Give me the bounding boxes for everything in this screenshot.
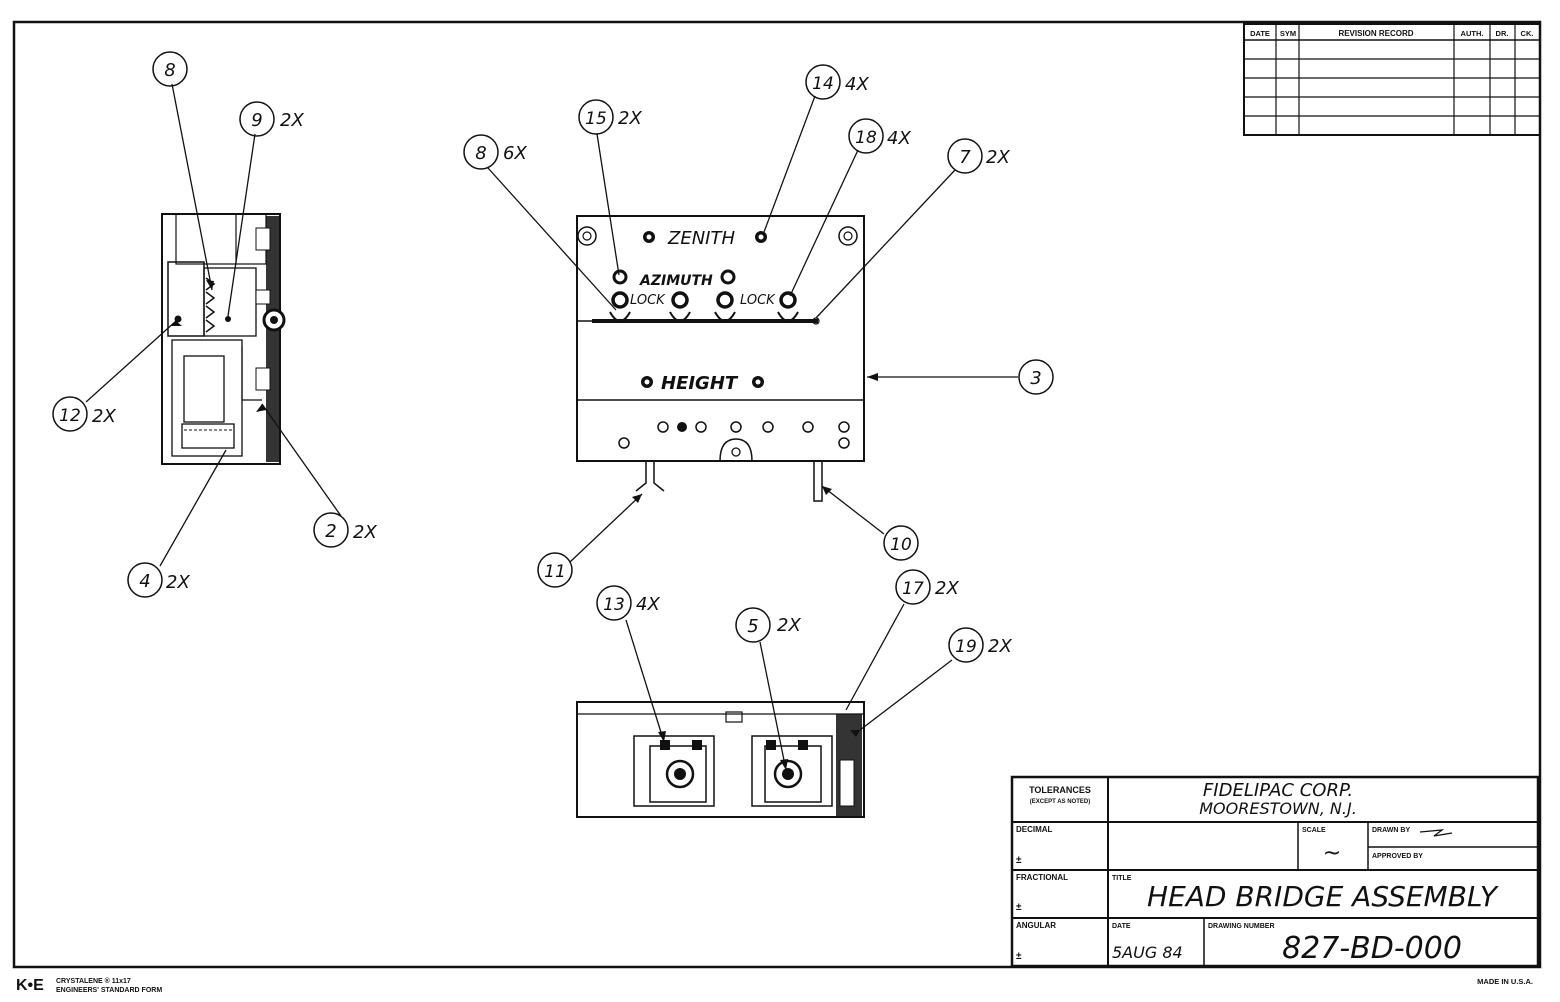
bottom-view: [576, 701, 865, 818]
date-label: DATE: [1112, 923, 1131, 930]
label-zenith: ZENITH: [667, 228, 735, 249]
callout-18: 18 4X: [848, 118, 911, 154]
form-line-2: ENGINEERS' STANDARD FORM: [56, 987, 162, 994]
form-line-1: CRYSTALENE ® 11x17: [56, 977, 131, 985]
svg-text:2: 2: [325, 521, 336, 542]
svg-text:9: 9: [251, 110, 262, 131]
svg-text:3: 3: [1030, 368, 1041, 389]
hatched-plate: [266, 216, 280, 462]
svg-text:8: 8: [475, 143, 486, 164]
svg-text:4X: 4X: [845, 74, 869, 95]
callout-13: 13 4X: [596, 585, 660, 621]
rev-header-date: DATE: [1250, 29, 1270, 38]
made-in-label: MADE IN U.S.A.: [1477, 977, 1533, 986]
tolerances-note: (EXCEPT AS NOTED): [1030, 799, 1090, 805]
fractional-pm: ±: [1016, 902, 1022, 913]
svg-text:19: 19: [955, 637, 977, 657]
callout-8: 8: [152, 51, 188, 87]
callout-3: 3: [1018, 359, 1054, 395]
date-value: 5AUG 84: [1112, 943, 1183, 962]
front-view: [576, 215, 865, 502]
callout-4: 4 2X: [127, 562, 190, 598]
decimal-pm: ±: [1016, 855, 1022, 866]
spring-icon: [205, 277, 216, 333]
arrow-heads: [170, 280, 878, 770]
callout-2: 2 2X: [313, 512, 377, 548]
pin-12: [174, 315, 182, 323]
svg-text:7: 7: [959, 147, 971, 168]
svg-text:2X: 2X: [935, 578, 959, 599]
svg-text:2X: 2X: [986, 147, 1010, 168]
callout-14: 14 4X: [805, 64, 869, 100]
revision-block: DATE SYM REVISION RECORD AUTH. DR. CK.: [1243, 23, 1541, 136]
svg-text:2X: 2X: [353, 522, 377, 543]
callout-8-6x: 8 6X: [463, 134, 527, 170]
svg-text:15: 15: [585, 109, 607, 129]
svg-text:10: 10: [890, 535, 912, 555]
callout-17: 17 2X: [895, 569, 959, 605]
angular-pm: ±: [1016, 951, 1022, 962]
sheet-border: [12, 20, 1542, 969]
svg-text:8: 8: [164, 60, 175, 81]
callout-12: 12 2X: [52, 396, 116, 432]
scale-label: SCALE: [1302, 827, 1326, 834]
angular-label: ANGULAR: [1016, 921, 1056, 930]
tolerances-heading: TOLERANCES: [1029, 785, 1091, 795]
svg-text:2X: 2X: [618, 108, 642, 129]
svg-text:2X: 2X: [92, 406, 116, 427]
svg-text:18: 18: [855, 128, 877, 148]
svg-text:2X: 2X: [988, 636, 1012, 657]
svg-text:2X: 2X: [166, 572, 190, 593]
svg-text:6X: 6X: [503, 143, 527, 164]
part-11-foot: [635, 461, 665, 492]
company-name: FIDELIPAC CORP.: [1203, 780, 1353, 801]
rev-header-auth: AUTH.: [1461, 29, 1484, 38]
rev-header-ck: CK.: [1521, 29, 1534, 38]
svg-text:14: 14: [812, 74, 834, 94]
fractional-label: FRACTIONAL: [1016, 873, 1068, 882]
drawing-title: HEAD BRIDGE ASSEMBLY: [1147, 880, 1499, 913]
label-lock-right: LOCK: [740, 293, 776, 308]
drawn-by-signature: [1419, 829, 1453, 837]
svg-text:2X: 2X: [280, 110, 304, 131]
label-lock-left: LOCK: [630, 293, 666, 308]
callout-10: 10: [883, 525, 919, 561]
svg-text:5: 5: [747, 616, 758, 637]
side-section-view: [161, 213, 286, 465]
company-city: MOORESTOWN, N.J.: [1199, 799, 1357, 818]
callout-5: 5 2X: [735, 607, 801, 643]
callout-7: 7 2X: [947, 138, 1010, 174]
callout-11: 11: [537, 552, 573, 588]
rev-header-sym: SYM: [1280, 29, 1296, 38]
drawing-number-label: DRAWING NUMBER: [1208, 923, 1275, 930]
ke-logo: K•E: [16, 977, 44, 994]
decimal-label: DECIMAL: [1016, 825, 1053, 834]
callout-9: 9 2X: [239, 101, 304, 137]
part-10-foot: [813, 460, 823, 502]
label-azimuth: AZIMUTH: [639, 273, 713, 289]
svg-text:11: 11: [544, 562, 566, 582]
rev-header-dr: DR.: [1496, 29, 1509, 38]
leader-lines: [85, 83, 1018, 771]
drawing-number: 827-BD-000: [1282, 931, 1462, 966]
callout-19: 19 2X: [948, 627, 1012, 663]
rev-header-record: REVISION RECORD: [1338, 29, 1413, 38]
svg-text:13: 13: [603, 595, 625, 615]
svg-text:4X: 4X: [636, 594, 660, 615]
approved-by-label: APPROVED BY: [1372, 853, 1423, 860]
title-block: [1010, 775, 1540, 968]
svg-text:2X: 2X: [777, 615, 801, 636]
svg-text:4: 4: [139, 571, 150, 592]
callout-15: 15 2X: [578, 99, 642, 135]
scale-value: ~: [1323, 841, 1341, 866]
svg-text:4X: 4X: [887, 128, 911, 149]
label-height: HEIGHT: [661, 373, 739, 394]
title-label: TITLE: [1112, 875, 1132, 882]
svg-text:17: 17: [902, 579, 924, 599]
pin-9: [225, 316, 231, 322]
drawn-by-label: DRAWN BY: [1372, 827, 1410, 834]
svg-text:12: 12: [59, 406, 81, 426]
